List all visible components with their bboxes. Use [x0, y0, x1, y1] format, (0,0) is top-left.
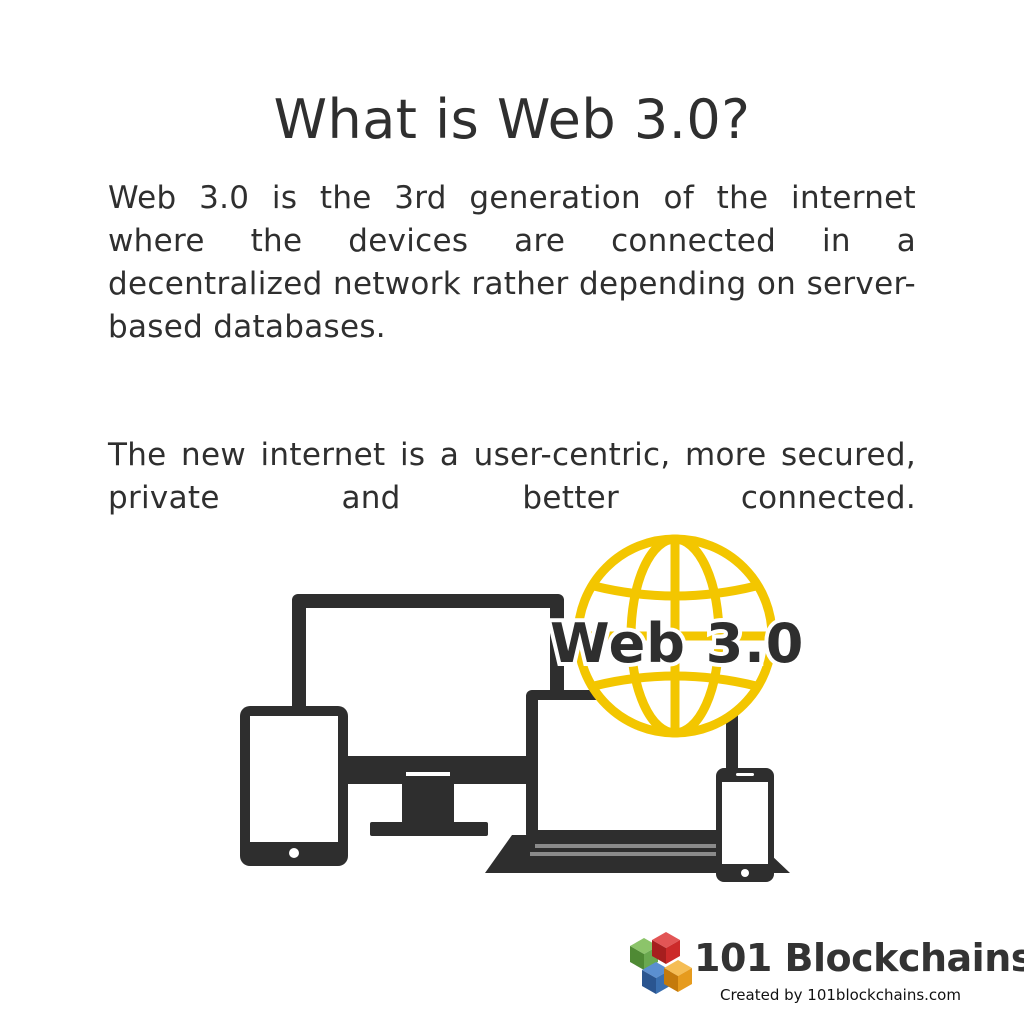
globe-icon	[573, 534, 777, 738]
page-title: What is Web 3.0?	[273, 88, 751, 151]
tablet-icon	[240, 706, 348, 866]
devices-illustration: Web 3.0	[240, 534, 807, 882]
definition-paragraph: Web 3.0 is the 3rd generation of the int…	[108, 180, 916, 345]
brand-logo: 101 Blockchains Created by 101blockchain…	[622, 930, 1024, 1010]
globe-label: Web 3.0	[550, 612, 804, 675]
cubes-icon	[630, 932, 692, 994]
phone-icon	[716, 768, 774, 882]
brand-name: 101 Blockchains	[694, 936, 1024, 980]
benefits-paragraph: The new internet is a user-centric, more…	[108, 437, 916, 516]
monitor-icon	[292, 594, 564, 836]
brand-tagline: Created by 101blockchains.com	[720, 986, 961, 1004]
